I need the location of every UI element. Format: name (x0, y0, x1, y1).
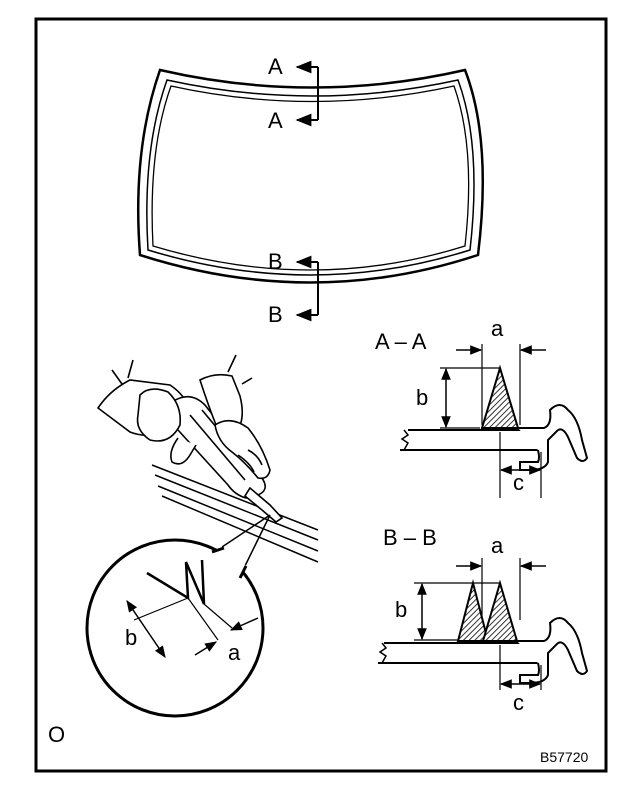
figure-code: B57720 (540, 749, 588, 765)
detail-aa-dim-b: b (416, 385, 428, 410)
detail-bb-dim-a: a (491, 533, 504, 558)
figure-border (34, 17, 608, 773)
detail-aa-dim-a: a (491, 316, 504, 341)
detail-aa-dim-c: c (513, 470, 524, 495)
detail-bb: B – B a b c (378, 525, 589, 715)
nozzle-dim-b: b (125, 625, 137, 650)
sealant-gun-illustration (96, 354, 319, 563)
detail-bb-dim-c: c (513, 690, 524, 715)
section-a-bottom-label: A (268, 108, 283, 133)
windshield (136, 68, 485, 284)
section-b-markers: B B (268, 249, 319, 327)
nozzle-dim-a: a (228, 640, 241, 665)
detail-aa-title: A – A (375, 329, 427, 354)
corner-mark: O (48, 722, 65, 747)
detail-aa: A – A a b c (375, 316, 589, 498)
callout-leader (221, 514, 271, 567)
nozzle-magnified-circle: b a (85, 538, 265, 718)
section-b-top-label: B (268, 249, 283, 274)
detail-bb-title: B – B (383, 525, 437, 550)
section-a-top-label: A (268, 54, 283, 79)
section-a-markers: A A (268, 54, 319, 133)
section-b-bottom-label: B (268, 302, 283, 327)
detail-bb-dim-b: b (395, 597, 407, 622)
